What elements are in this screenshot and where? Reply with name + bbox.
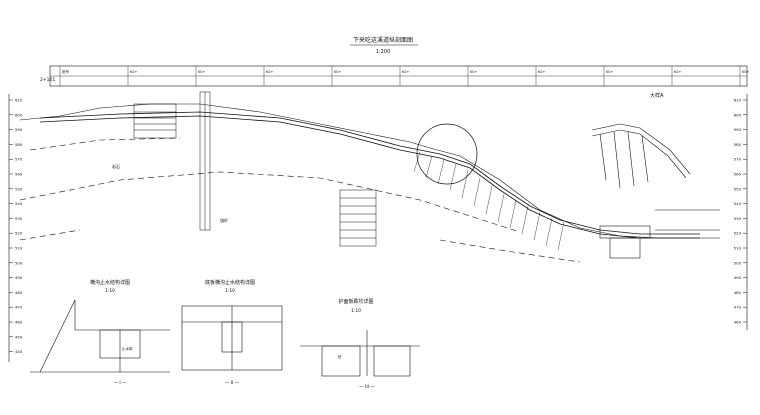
elevation-tick-label: 580: [734, 142, 742, 147]
elevation-tick-label: 550: [734, 186, 742, 191]
station-band: 2+161 桩号 K0+ K0+ K0+ K0+ K0+ K0+ K0+ K0+ K0+ K0+: [40, 65, 750, 87]
left-structure: [133, 91, 211, 231]
elevation-tick-label: 470: [15, 305, 23, 310]
station-tick-label: K0+: [674, 70, 682, 74]
rock-label: 岩石: [112, 163, 120, 169]
elevation-tick-label: 560: [734, 172, 742, 177]
elevation-tick-label: 590: [15, 127, 23, 132]
drawing-scale: 1:200: [376, 49, 390, 55]
elevation-tick-label: 510: [734, 246, 742, 251]
elevation-tick-label: 450: [15, 334, 23, 339]
elevation-tick-label: 440: [15, 349, 23, 354]
elevation-tick-label: 470: [734, 305, 742, 310]
station-start: 2+161: [40, 77, 55, 83]
elevation-tick-label: 520: [15, 231, 23, 236]
station-tick-label: K0+: [334, 70, 342, 74]
detail-circle: [416, 123, 478, 185]
station-ticks: 桩号 K0+ K0+ K0+ K0+ K0+ K0+ K0+ K0+ K0+ K0+: [59, 66, 750, 86]
elevation-tick-label: 480: [15, 290, 23, 295]
station-tick-label: K0+: [606, 70, 614, 74]
elevation-tick-label: 510: [15, 246, 23, 251]
elevation-tick-label: 530: [734, 216, 742, 221]
mid-hatched-blocks: [339, 189, 377, 247]
elevation-tick-label: 570: [734, 157, 742, 162]
elevation-tick-label: 460: [734, 320, 742, 325]
elevation-tick-label: 460: [15, 320, 23, 325]
detail-a-label: 大样A: [650, 92, 664, 99]
detail-drop-step: 护面板跌坎详图 1:10 一 III 一: [300, 298, 420, 390]
svg-text:底板横沟止水结构详图: 底板横沟止水结构详图: [205, 279, 255, 286]
channel-profile: [39, 111, 700, 239]
elevation-tick-label: 570: [15, 157, 23, 162]
svg-text:1:10: 1:10: [225, 288, 235, 294]
elevation-tick-label: 600: [15, 112, 23, 117]
station-tick-label: K0+: [402, 70, 410, 74]
elevation-tick-label: 490: [734, 275, 742, 280]
elevation-tick-label: 610: [15, 98, 23, 103]
svg-text:横沟止水结构详图: 横沟止水结构详图: [90, 279, 130, 286]
svg-text:一 II 一: 一 II 一: [225, 380, 240, 386]
svg-text:护面板跌坎详图: 护面板跌坎详图: [338, 298, 373, 305]
station-tick-label: K0+: [470, 70, 478, 74]
station-tick-label: 桩号: [62, 69, 69, 74]
elevation-tick-label: 540: [734, 201, 742, 206]
station-tick-label: K0+: [538, 70, 546, 74]
right-elevation-scale: 610 600 590 580 570 560 550 540 530 520 510 500 490 4…: [734, 94, 748, 330]
terrain-lines: [19, 103, 720, 263]
elevation-tick-label: 480: [734, 290, 742, 295]
anchor-label: 锚杆: [220, 217, 228, 223]
elevation-tick-label: 560: [15, 172, 23, 177]
station-tick-label: K0+: [130, 70, 138, 74]
elevation-tick-label: 590: [734, 127, 742, 132]
svg-text:1:10: 1:10: [351, 308, 361, 314]
left-elevation-scale: 610 600 590 580 570 560 550 540 530 520 510 500 490 4…: [8, 94, 23, 362]
concrete-label: 砼: [338, 354, 342, 359]
elevation-tick-label: 610: [734, 98, 742, 103]
detail-water-stop-joint: 横沟止水结构详图 1:10 一 I 一: [30, 279, 170, 386]
elevation-tick-label: 550: [15, 186, 23, 191]
svg-text:1:10: 1:10: [105, 288, 115, 294]
outlet-structure: [599, 209, 720, 259]
water-stop-label: 止水带: [122, 346, 133, 351]
svg-text:一 I 一: 一 I 一: [113, 380, 127, 386]
slope-hatching: [413, 151, 565, 251]
detail-a: 大样A: [591, 92, 691, 189]
station-tick-label: K0+: [198, 70, 206, 74]
elevation-tick-label: 530: [15, 216, 23, 221]
elevation-tick-label: 500: [15, 260, 23, 265]
elevation-tick-label: 520: [734, 231, 742, 236]
drawing-title: 下来吃这溪道纵剖面图: [353, 36, 413, 44]
elevation-tick-label: 600: [734, 112, 742, 117]
svg-text:一 III 一: 一 III 一: [359, 384, 375, 390]
detail-floor-water-stop: 底板横沟止水结构详图 1:10 一 II 一: [181, 279, 283, 386]
station-tick-label: K0+: [266, 70, 274, 74]
elevation-tick-label: 500: [734, 260, 742, 265]
elevation-tick-label: 490: [15, 275, 23, 280]
elevation-tick-label: 540: [15, 201, 23, 206]
station-tick-label: K0+: [742, 70, 750, 74]
elevation-tick-label: 580: [15, 142, 23, 147]
